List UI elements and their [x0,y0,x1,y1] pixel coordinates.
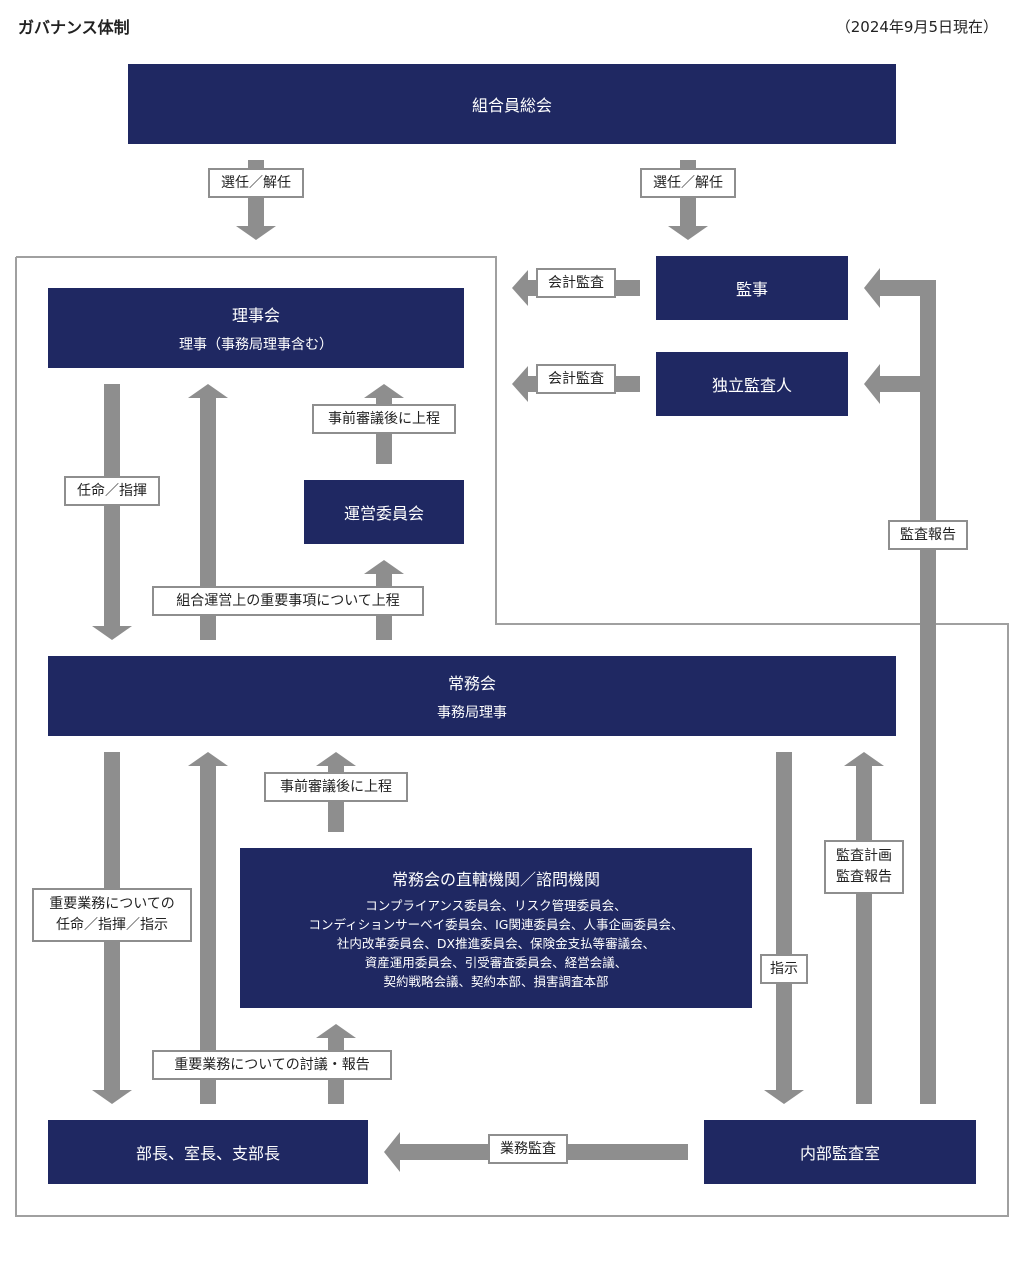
label-pre-review-1: 事前審議後に上程 [312,404,456,434]
general-meeting-label: 組合員総会 [471,96,552,115]
label-discussion-report: 重要業務についての討議・報告 [152,1050,392,1080]
direct-bodies-box: 常務会の直轄機関／諮問機関 コンプライアンス委員会、リスク管理委員会、 コンディ… [240,848,752,1008]
board-title: 理事会 [231,306,280,325]
auditor-box: 監事 [656,256,848,320]
direct-bodies-line: 契約戦略会議、契約本部、損害調査本部 [383,973,609,989]
label-business-audit: 業務監査 [488,1134,568,1164]
executive-box: 常務会 事務局理事 [48,656,896,736]
label-appoint-direct: 任命／指揮 [64,476,160,506]
direct-bodies-line: コンディションサーベイ委員会、IG関連委員会、人事企画委員会、 [308,916,684,932]
executive-title: 常務会 [447,674,496,693]
internal-audit-box: 内部監査室 [704,1120,976,1184]
label-elect-right: 選任／解任 [640,168,736,198]
steering-committee-box: 運営委員会 [304,480,464,544]
direct-bodies-list: コンプライアンス委員会、リスク管理委員会、 コンディションサーベイ委員会、IG関… [309,896,684,991]
label-important-business-line1: 重要業務についての [49,896,175,912]
label-important-matters: 組合運営上の重要事項について上程 [152,586,424,616]
internal-audit-label: 内部監査室 [799,1144,880,1163]
direct-bodies-title: 常務会の直轄機関／諮問機関 [391,869,600,889]
general-meeting-box: 組合員総会 [128,64,896,144]
arrow-instruction [764,752,804,1104]
board-subtitle: 理事（事務局理事含む） [179,337,333,353]
arrow-elect-board [236,160,276,240]
label-accounting-audit-2: 会計監査 [536,364,616,394]
label-pre-review-2: 事前審議後に上程 [264,772,408,802]
direct-bodies-line: コンプライアンス委員会、リスク管理委員会、 [365,897,627,913]
label-accounting-audit-1: 会計監査 [536,268,616,298]
arrow-executive-to-board [188,384,228,640]
arrow-board-to-executive [92,384,132,640]
arrow-audit-report [864,268,936,1104]
arrow-elect-auditor [668,160,708,240]
label-audit-plan-line1: 監査計画 [836,848,892,864]
board-box: 理事会 理事（事務局理事含む） [48,288,464,368]
direct-bodies-line: 資産運用委員会、引受審査委員会、経営会議、 [364,954,628,970]
executive-subtitle: 事務局理事 [437,705,507,721]
steering-committee-label: 運営委員会 [343,504,424,523]
direct-bodies-line: 社内改革委員会、DX推進委員会、保険金支払等審議会、 [336,935,656,951]
label-important-business-line2: 任命／指揮／指示 [56,917,168,933]
independent-auditor-box: 独立監査人 [656,352,848,416]
arrow-audit-plan [844,752,884,1104]
as-of-date: （2024年9月5日現在） [835,18,998,36]
organization-boundary [15,256,1009,1217]
arrow-managers-to-executive [188,752,228,1104]
label-elect-left: 選任／解任 [208,168,304,198]
auditor-label: 監事 [735,280,768,299]
label-audit-plan-line2: 監査報告 [836,869,892,885]
managers-label: 部長、室長、支部長 [135,1144,280,1163]
page-title: ガバナンス体制 [18,18,130,37]
managers-box: 部長、室長、支部長 [48,1120,368,1184]
label-audit-report: 監査報告 [888,520,968,550]
independent-auditor-label: 独立監査人 [711,376,792,395]
label-important-business: 重要業務についての 任命／指揮／指示 [32,888,192,942]
label-audit-plan: 監査計画 監査報告 [824,840,904,894]
label-instruction: 指示 [760,954,808,984]
